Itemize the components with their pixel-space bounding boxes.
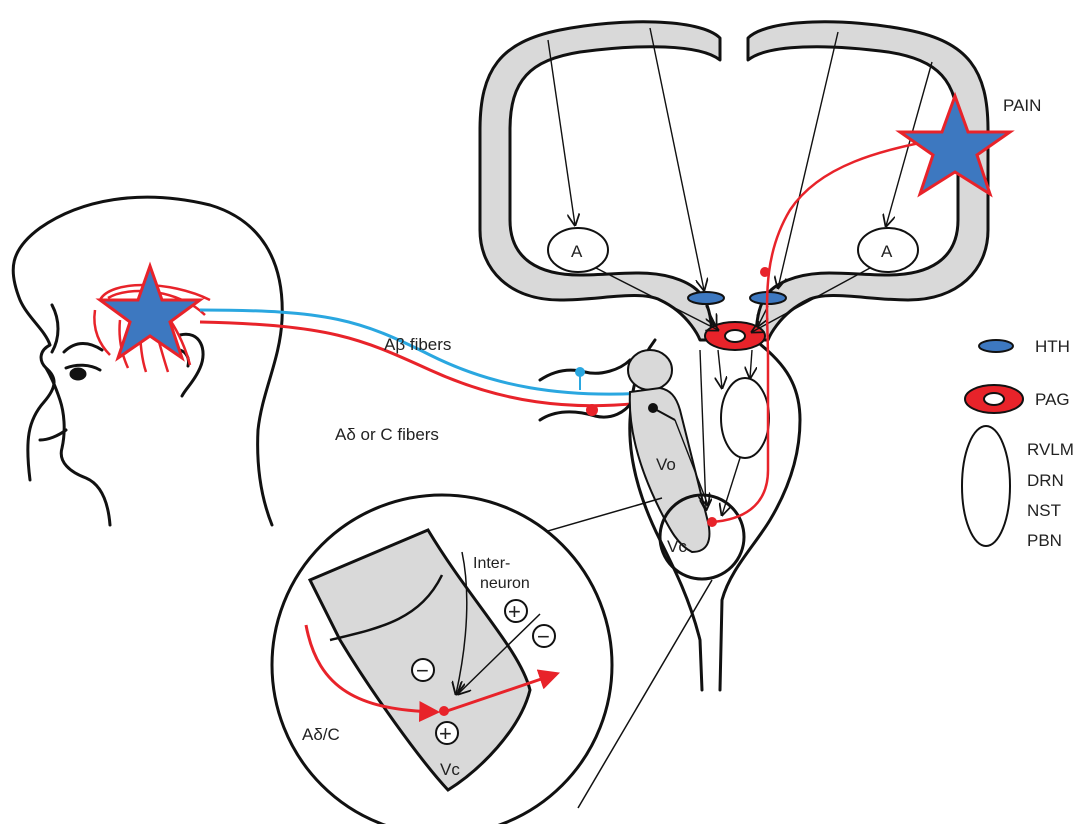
synapse-thalamus	[760, 267, 770, 277]
inset-interneuron-label-1: Inter-	[473, 555, 510, 572]
amygdala-right-label: A	[881, 242, 893, 261]
inset-vc-label: Vc	[440, 760, 460, 779]
amygdala-left-label: A	[571, 242, 583, 261]
pain-label: PAIN	[1003, 96, 1041, 115]
legend-hth-label: HTH	[1035, 337, 1070, 356]
minus-symbol: −	[416, 658, 429, 683]
head-pain-star	[100, 266, 200, 358]
vo-label: Vo	[656, 455, 676, 474]
ad-c-fibers-label: Aδ or C fibers	[335, 425, 439, 444]
legend-pag-label: PAG	[1035, 390, 1070, 409]
pag	[705, 322, 765, 350]
inset-interneuron-label-2: neuron	[480, 575, 530, 592]
legend-nuclei-swatch	[962, 426, 1010, 546]
vc-label: Vc	[667, 537, 687, 556]
brainstem-nuclei-oval	[721, 378, 769, 458]
legend-nuclei-nst: NST	[1027, 501, 1061, 520]
ad-c-ganglion	[586, 404, 598, 416]
head-profile	[13, 197, 282, 525]
hth-left	[688, 292, 724, 304]
ab-fibers-label: Aβ fibers	[384, 335, 451, 354]
trigeminal-nucleus-column	[628, 350, 709, 552]
legend: HTH PAG RVLM DRN NST PBN	[962, 337, 1074, 550]
vc-inset: − + − + Inter- neuron Aδ/C Vc	[272, 495, 612, 824]
legend-hth-swatch	[979, 340, 1013, 352]
cortex-pain-star	[900, 96, 1010, 194]
legend-nuclei-drn: DRN	[1027, 471, 1064, 490]
minus-symbol: −	[537, 624, 550, 649]
legend-nuclei-rvlm: RVLM	[1027, 440, 1074, 459]
synapse-vc	[707, 517, 717, 527]
plus-symbol: +	[508, 599, 521, 624]
cortex	[480, 22, 988, 340]
inset-ad-c-label: Aδ/C	[302, 725, 340, 744]
legend-pag-swatch-core	[984, 393, 1004, 405]
ab-ganglion	[575, 367, 585, 377]
plus-symbol: +	[439, 721, 452, 746]
legend-nuclei-pbn: PBN	[1027, 531, 1062, 550]
